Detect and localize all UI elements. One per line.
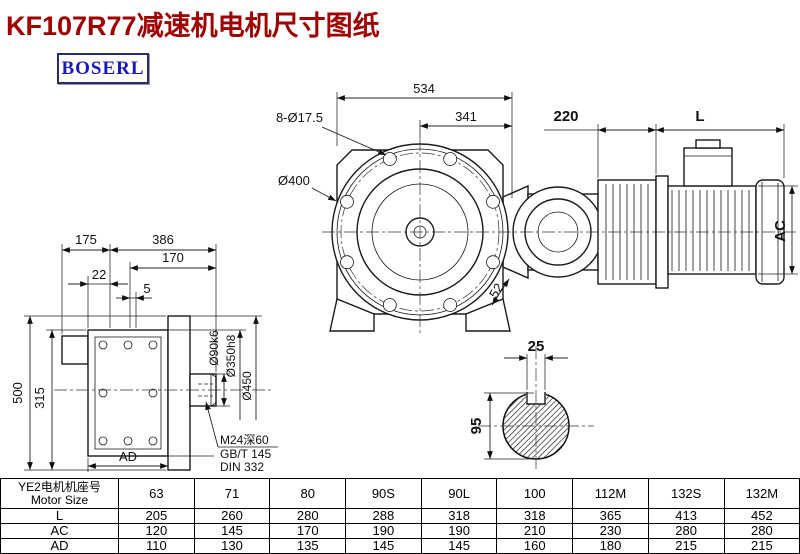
dim-value-cell: 130 [193,538,271,554]
dim-534: 534 [413,81,435,96]
dim-value-cell: 280 [723,523,800,539]
side-view-dimensions: 175 386 170 22 5 500 315 Ø90k6 [10,232,278,474]
table-row-AD: AD 110 130 135 145 145 160 180 215 215 [0,538,800,554]
dim-value-cell: 318 [420,508,498,524]
dim-value-cell: 280 [647,523,725,539]
dim-value-cell: 365 [572,508,649,524]
brand-text: BOSERL [61,57,145,79]
dim-value-cell: 280 [269,508,347,524]
centerlines [54,138,796,391]
dim-22: 22 [92,267,106,282]
dim-175: 175 [75,232,97,247]
motor-size-table: YE2电机机座号 Motor Size 63 71 80 90S 90L 100… [0,478,800,554]
dim-341: 341 [455,109,477,124]
brand-logo: BOSERL [57,53,149,84]
dim-AD: AD [119,449,137,464]
size-col-header: 63 [118,478,195,509]
dim-value-cell: 413 [647,508,725,524]
dim-315: 315 [32,387,47,409]
dim-value-cell: 160 [496,538,574,554]
table-row-L: L 205 260 280 288 318 318 365 413 452 [0,508,800,524]
dim-shaft-section-diameter: 95 [468,418,485,435]
dim-value-cell: 260 [193,508,271,524]
dim-value-cell: 452 [723,508,800,524]
dim-value-cell: 145 [193,523,271,539]
dim-value-cell: 230 [572,523,649,539]
thread-note-line2: GB/T 145 [220,447,271,461]
dim-value-cell: 205 [118,508,195,524]
motor-size-header-en: Motor Size [30,492,89,507]
table-row-AC: AC 120 145 170 190 190 210 230 280 280 [0,523,800,539]
dim-value-cell: 110 [118,538,195,554]
size-col-header: 80 [269,478,347,509]
size-col-header: 71 [193,478,271,509]
shaft-cross-section: 25 95 [468,338,594,472]
dim-value-cell: 170 [269,523,347,539]
dim-220: 220 [553,108,578,125]
motor-dimensions: 220 L AC [544,108,798,275]
size-col-header: 90S [345,478,422,509]
motor-size-header-cell: YE2电机机座号 Motor Size [0,478,119,509]
dim-flange-diameter: Ø400 [278,173,310,188]
row-label: AD [0,538,119,554]
dim-386: 386 [152,232,174,247]
dim-key-width: 25 [528,338,545,355]
dim-170: 170 [162,250,184,265]
dim-value-cell: 145 [420,538,498,554]
dim-shaft-diameter: Ø90k6 [207,330,221,366]
dim-value-cell: 215 [647,538,725,554]
row-label: AC [0,523,119,539]
dim-value-cell: 120 [118,523,195,539]
front-view-dimensions: 534 341 8-Ø17.5 Ø400 52 [276,81,513,306]
dim-value-cell: 180 [572,538,649,554]
dim-value-cell: 318 [496,508,574,524]
size-col-header: 90L [420,478,498,509]
dim-value-cell: 190 [345,523,422,539]
dim-output-flange-diameter: Ø450 [240,371,254,401]
table-header-row: YE2电机机座号 Motor Size 63 71 80 90S 90L 100… [0,478,800,509]
dim-value-cell: 190 [420,523,498,539]
size-col-header: 132S [647,478,725,509]
dim-value-cell: 135 [269,538,347,554]
page-title: KF107R77减速机电机尺寸图纸 [6,11,380,41]
motor-size-header-cn: YE2电机机座号 [18,479,101,494]
technical-drawing-canvas: 534 341 8-Ø17.5 Ø400 52 220 L AC [10,81,798,474]
gearbox-side-view [61,315,217,471]
thread-note-line3: DIN 332 [220,460,264,474]
dim-500: 500 [10,382,25,404]
dim-bolt-holes: 8-Ø17.5 [276,110,323,125]
thread-note-line1: M24深60 [220,433,269,447]
motor-side-assembly [502,139,785,289]
dim-L: L [695,108,704,125]
dim-AC: AC [772,220,789,242]
dim-value-cell: 145 [345,538,422,554]
dim-value-cell: 210 [496,523,574,539]
dim-spigot-diameter: Ø350h8 [224,334,238,377]
dim-value-cell: 215 [723,538,800,554]
size-col-header: 112M [572,478,649,509]
size-col-header: 100 [496,478,574,509]
dim-5: 5 [143,281,150,296]
dim-value-cell: 288 [345,508,422,524]
size-col-header: 132M [723,478,800,509]
row-label: L [0,508,119,524]
